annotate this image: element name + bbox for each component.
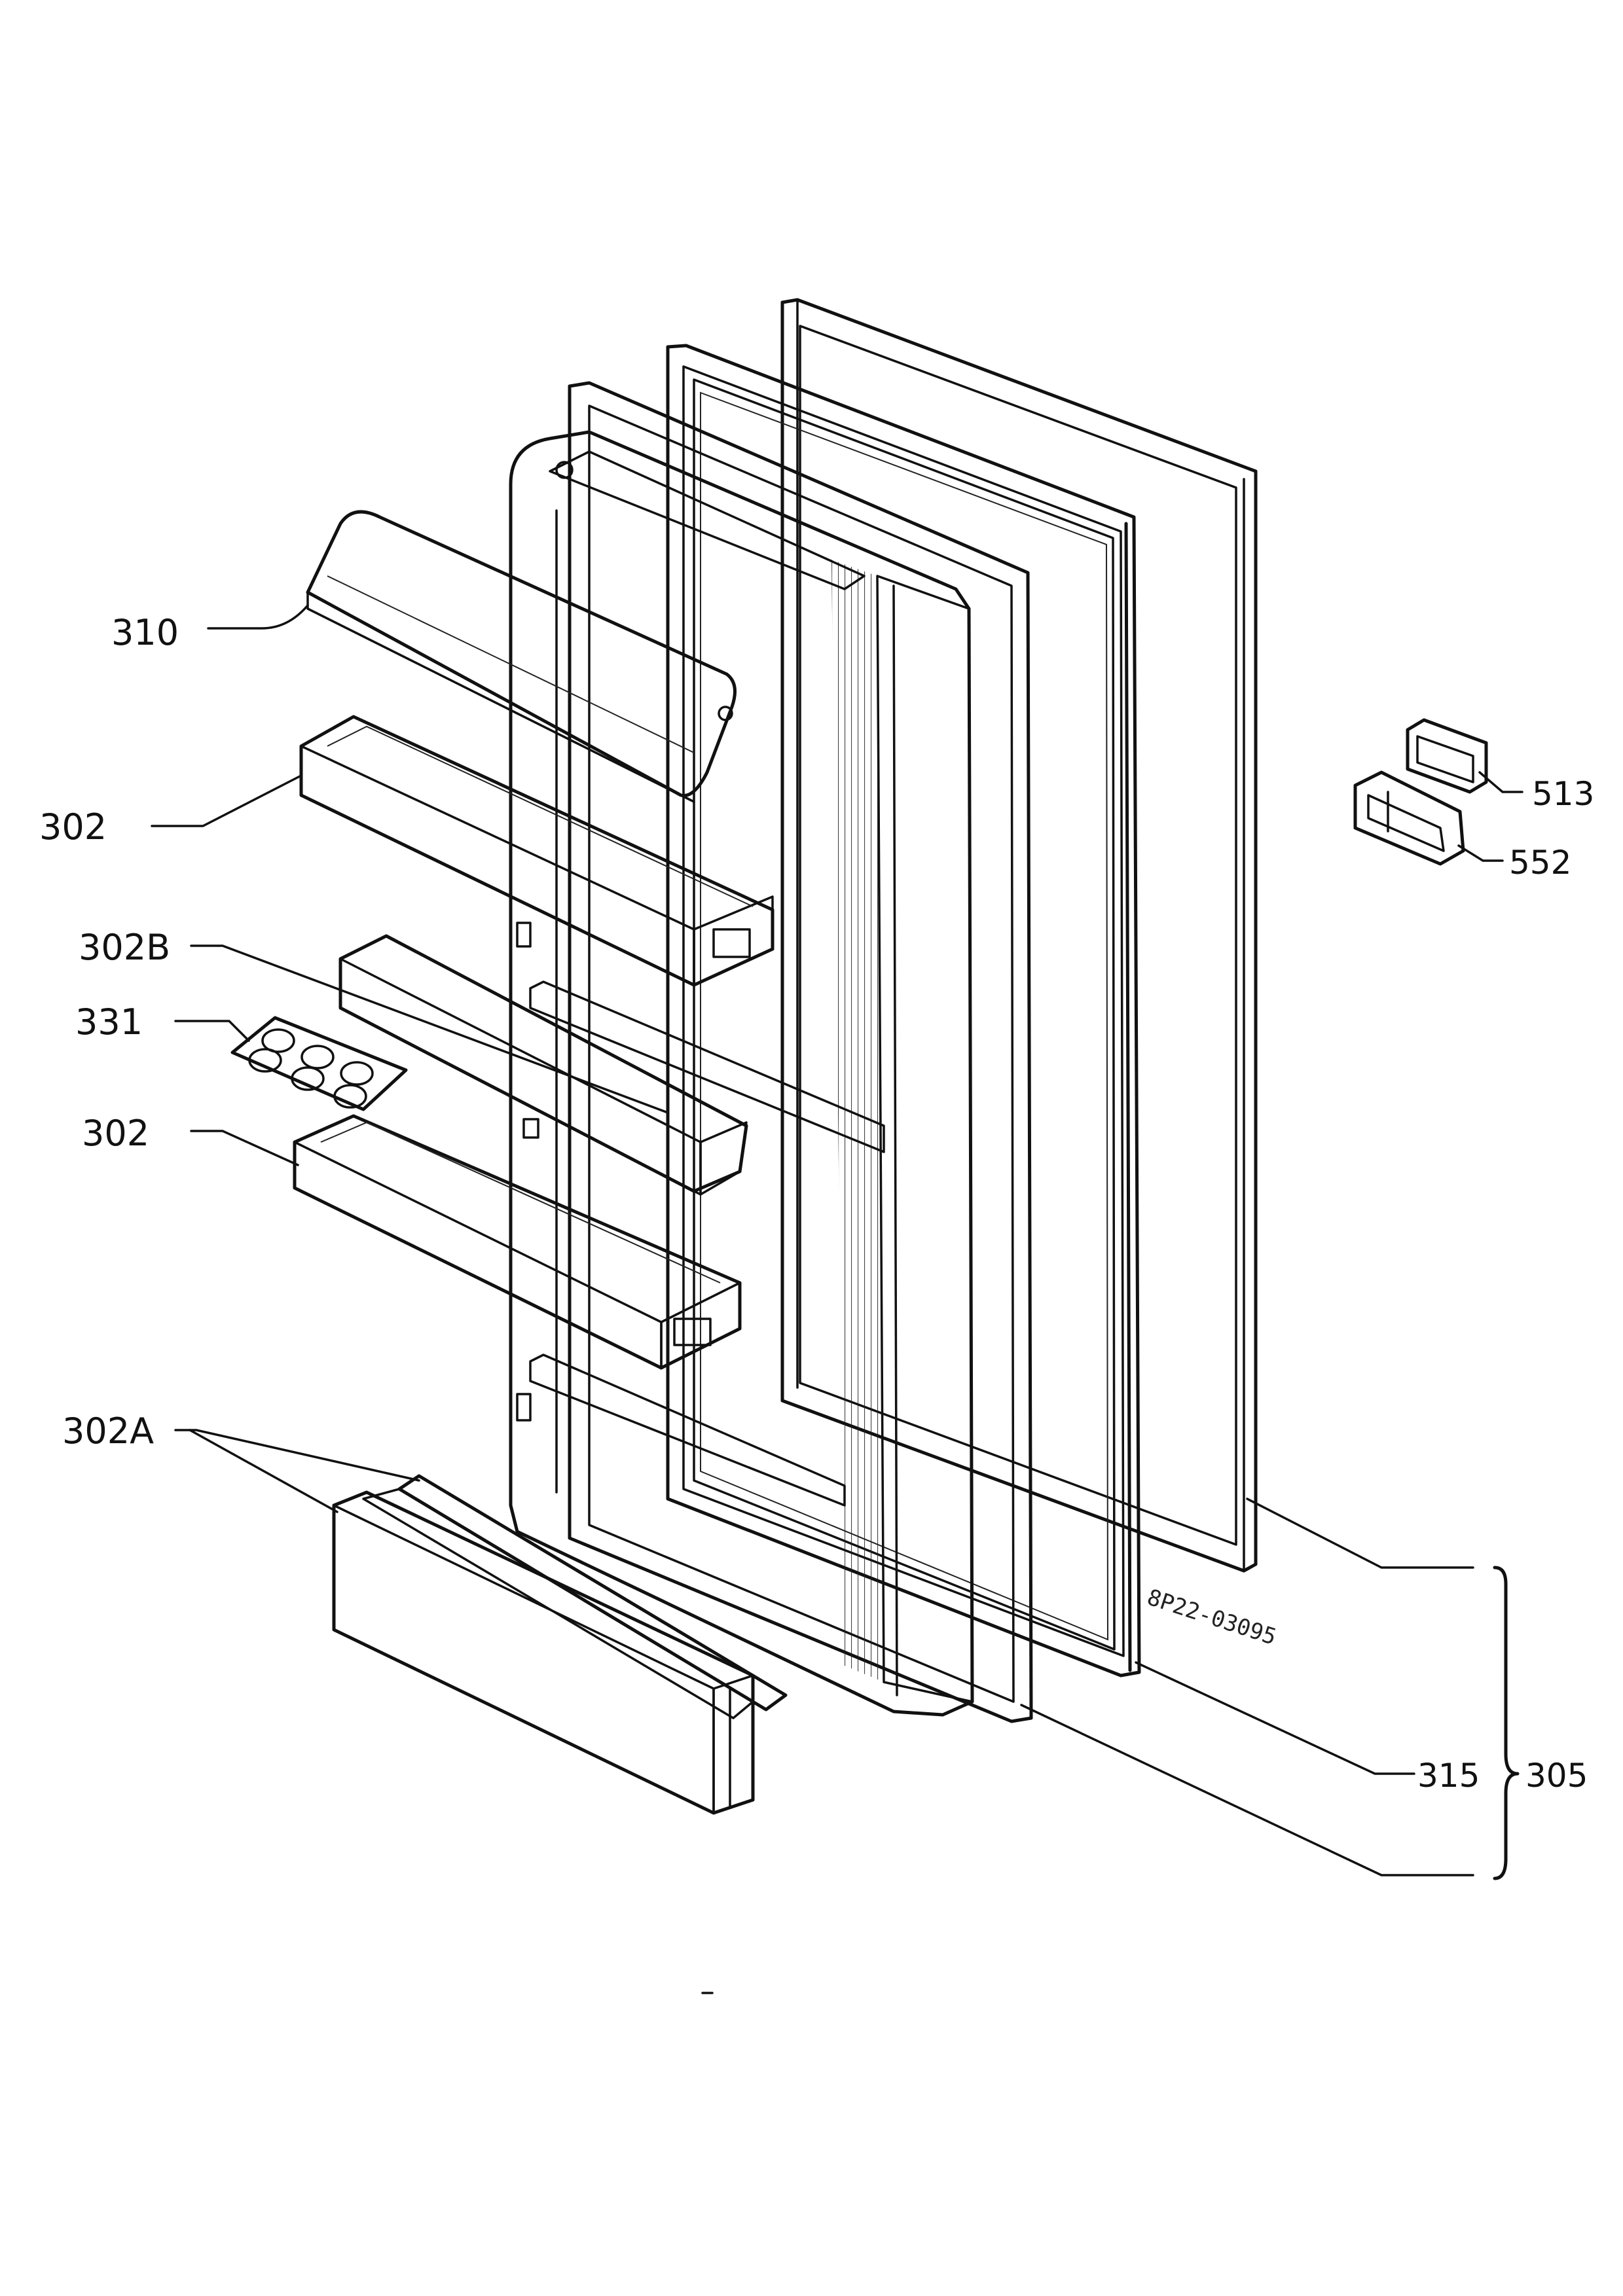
label-302-mid: 302 — [82, 1113, 149, 1154]
label-552: 552 — [1509, 844, 1571, 882]
door-inner-panel — [509, 430, 974, 1717]
label-315: 315 — [1417, 1757, 1480, 1795]
dairy-compartment-cover — [306, 510, 737, 803]
door-shelf-top — [299, 715, 775, 987]
label-302b: 302B — [79, 927, 170, 968]
label-305: 305 — [1525, 1757, 1588, 1795]
egg-tray — [230, 1016, 408, 1111]
leader-lines — [151, 604, 1523, 1880]
part-513 — [1406, 718, 1488, 794]
bottle-shelf-rail — [362, 1474, 788, 1719]
label-331: 331 — [75, 1001, 143, 1043]
drawing-code: 8P22-03095 — [1144, 1585, 1279, 1651]
door-shelf-middle — [293, 1114, 742, 1370]
outer-door-panel — [780, 298, 1258, 1573]
inner-liner-frame — [568, 381, 1033, 1723]
part-552 — [1353, 770, 1465, 866]
label-302a: 302A — [62, 1410, 154, 1452]
door-gasket — [666, 344, 1141, 1677]
label-513: 513 — [1532, 775, 1594, 813]
label-302-top: 302 — [39, 806, 107, 848]
bottle-shelf — [332, 1490, 755, 1815]
label-310: 310 — [111, 612, 179, 653]
